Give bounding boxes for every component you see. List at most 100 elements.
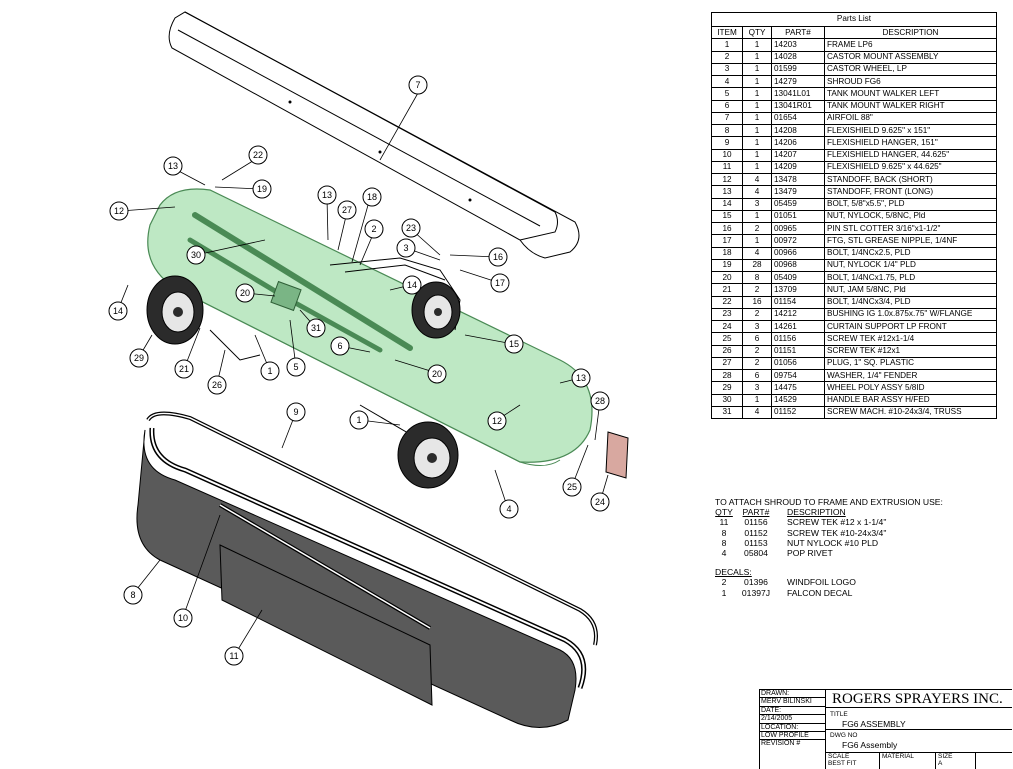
title-block-info: DRAWN: MERV BILINSKI DATE: 2/14/2005 LOC… [760, 690, 826, 769]
part-number-cell: 00968 [771, 258, 825, 273]
callout-9: 9 [286, 402, 306, 422]
attachment-notes: TO ATTACH SHROUD TO FRAME AND EXTRUSION … [715, 497, 1005, 598]
qty-cell: 4 [742, 405, 772, 420]
part-number-cell: 13478 [771, 172, 825, 187]
title-value: FG6 ASSEMBLY [842, 719, 906, 729]
item-cell: 16 [711, 221, 743, 236]
svg-text:8: 8 [130, 590, 135, 600]
part-number-cell: 14206 [771, 136, 825, 150]
callout-7: 7 [408, 75, 428, 95]
callout-19: 19 [252, 179, 272, 199]
qty-cell: 1 [742, 393, 772, 407]
qty-cell: 1 [742, 148, 772, 162]
decal-row-qty: 1 [721, 587, 727, 598]
description-cell: FLEXISHIELD 9.625" x 44.625" [824, 160, 997, 175]
description-cell: STANDOFF, BACK (SHORT) [824, 172, 997, 187]
description-cell: FLEXISHIELD 9.625" x 151" [824, 123, 997, 138]
svg-text:14: 14 [407, 280, 417, 290]
description-cell: SCREW TEK #12x1-1/4 [824, 332, 997, 346]
description-cell: BOLT, 1/4NCx3/4, PLD [824, 295, 997, 309]
description-cell: NUT, NYLOCK, 5/8NC, Pld [824, 209, 997, 224]
decal-row-description: WINDFOIL LOGO [787, 577, 856, 588]
callouts: 7 13 22 19 12 30 13 27 18 2 23 3 16 17 1… [108, 75, 610, 666]
qty-cell: 1 [742, 74, 772, 89]
item-cell: 9 [711, 136, 743, 150]
part-number-cell: 01152 [771, 405, 825, 420]
date-value: 2/14/2005 [760, 715, 825, 724]
notes-row-description: SCREW TEK #12 x 1-1/4" [787, 517, 887, 528]
notes-row-part-number: 01153 [744, 537, 768, 548]
part-number-cell: 14209 [771, 160, 825, 175]
callout-10: 10 [173, 608, 193, 628]
company-name: ROGERS SPRAYERS INC. [826, 690, 1012, 708]
item-cell: 3 [711, 62, 743, 77]
title-block-bottom: SCALE BEST FIT MATERIAL SIZE A [826, 753, 1012, 769]
notes-row: 11 01156 SCREW TEK #12 x 1-1/4" [715, 517, 1005, 527]
svg-text:22: 22 [253, 150, 263, 160]
item-cell: 27 [711, 356, 743, 371]
notes-row-qty: 11 [719, 517, 729, 528]
decals-heading: DECALS: [715, 567, 752, 578]
dwg-label: DWG NO [830, 732, 858, 739]
qty-cell: 1 [742, 38, 772, 52]
svg-text:13: 13 [576, 373, 586, 383]
svg-text:2: 2 [371, 224, 376, 234]
callout-17: 17 [490, 273, 510, 293]
callout-13c: 13 [571, 368, 591, 388]
item-cell: 25 [711, 332, 743, 346]
callout-25: 25 [562, 477, 582, 497]
item-cell: 15 [711, 209, 743, 224]
part-number-cell: 05459 [771, 197, 825, 211]
qty-cell: 3 [742, 381, 772, 395]
qty-cell: 4 [742, 246, 772, 260]
location-label: LOCATION: [760, 724, 825, 733]
description-cell: FRAME LP6 [824, 38, 997, 52]
svg-text:12: 12 [114, 206, 124, 216]
notes-row-part-number: 01152 [744, 527, 768, 538]
callout-16: 16 [488, 247, 508, 267]
description-cell: BOLT, 1/4NCx1.75, PLD [824, 270, 997, 285]
svg-text:13: 13 [168, 161, 178, 171]
description-cell: SHROUD FG6 [824, 74, 997, 89]
part-number-cell: 13479 [771, 185, 825, 199]
svg-text:7: 7 [415, 80, 420, 90]
callout-11: 11 [224, 646, 244, 666]
callout-1b: 1 [349, 410, 369, 430]
date-label: DATE: [760, 707, 825, 716]
svg-text:24: 24 [595, 497, 605, 507]
svg-text:25: 25 [567, 482, 577, 492]
part-number-cell: 01151 [771, 344, 825, 358]
notes-row-part-number: 01156 [744, 517, 768, 528]
header-item: ITEM [711, 25, 743, 40]
qty-cell: 1 [742, 111, 772, 126]
decal-row-qty: 2 [721, 577, 727, 588]
qty-cell: 1 [742, 99, 772, 113]
size-label: SIZE [938, 753, 953, 760]
callout-27: 27 [337, 200, 357, 220]
part-number-cell: 01056 [771, 356, 825, 371]
svg-text:15: 15 [509, 339, 519, 349]
callout-28: 28 [590, 391, 610, 411]
description-cell: SCREW MACH. #10-24x3/4, TRUSS [824, 405, 997, 420]
svg-text:26: 26 [212, 380, 222, 390]
svg-text:4: 4 [506, 504, 511, 514]
part-number-cell: 14212 [771, 307, 825, 322]
callout-4: 4 [499, 499, 519, 519]
callout-21: 21 [174, 359, 194, 379]
qty-cell: 1 [742, 209, 772, 224]
